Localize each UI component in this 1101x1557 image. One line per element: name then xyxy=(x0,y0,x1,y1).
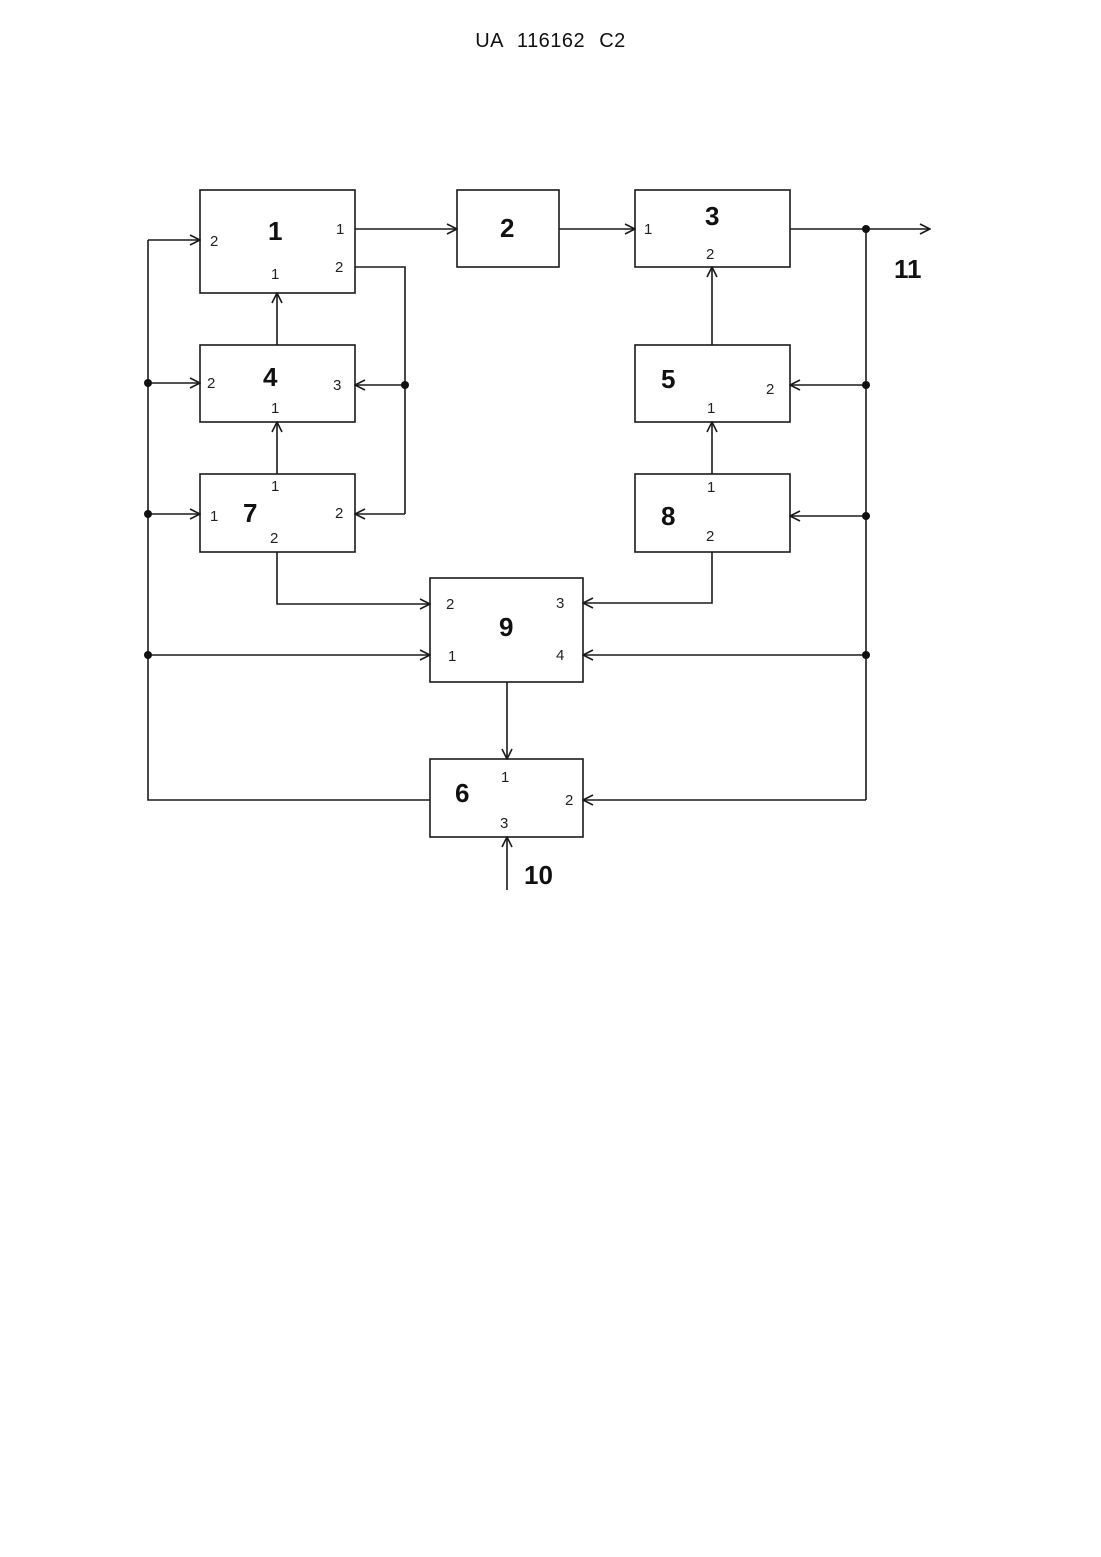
junction-dot xyxy=(862,651,870,659)
block-7-port-in2: 2 xyxy=(335,505,343,522)
block-4-port-in1: 1 xyxy=(271,400,279,417)
junction-dot xyxy=(401,381,409,389)
block-7-port-out1: 1 xyxy=(271,478,279,495)
block-3-port-in1: 1 xyxy=(644,221,652,238)
block-3-label: 3 xyxy=(705,201,719,231)
block-7-label: 7 xyxy=(243,498,257,528)
block-7-port-out2: 2 xyxy=(270,530,278,547)
block-8-port-out1: 1 xyxy=(707,479,715,496)
block-4-port-in2: 2 xyxy=(207,375,215,392)
junction-dot xyxy=(144,379,152,387)
block-1-port-in2: 2 xyxy=(210,233,218,250)
wire-8-to-9-in3 xyxy=(583,552,712,603)
junction-dot xyxy=(862,512,870,520)
block-5-port-in2: 2 xyxy=(766,381,774,398)
block-7-port-in1: 1 xyxy=(210,508,218,525)
block-5-label: 5 xyxy=(661,364,675,394)
junction-dot xyxy=(862,225,870,233)
input-terminal-label: 10 xyxy=(524,860,553,890)
junction-dot xyxy=(144,510,152,518)
block-1-port-out2: 2 xyxy=(335,259,343,276)
block-1-port-out1: 1 xyxy=(336,221,344,238)
wire-1-out2-bus xyxy=(355,267,405,514)
block-1-label: 1 xyxy=(268,216,282,246)
block-8-port-out2: 2 xyxy=(706,528,714,545)
block-6-port-in1: 1 xyxy=(501,769,509,786)
block-6-port-in2: 2 xyxy=(565,792,573,809)
wire-7-to-9-in2 xyxy=(277,552,430,604)
block-4-port-in3: 3 xyxy=(333,377,341,394)
block-6-port-in3: 3 xyxy=(500,815,508,832)
block-6-label: 6 xyxy=(455,778,469,808)
junction-dot xyxy=(144,651,152,659)
block-2-label: 2 xyxy=(500,213,514,243)
output-terminal-label: 11 xyxy=(894,254,922,284)
block-1-port-in1: 1 xyxy=(271,266,279,283)
block-4-label: 4 xyxy=(263,362,278,392)
block-5-port-in1: 1 xyxy=(707,400,715,417)
block-9-port-in1: 1 xyxy=(448,648,456,665)
block-9-label: 9 xyxy=(499,612,513,642)
junction-dot xyxy=(862,381,870,389)
block-9-port-in3: 3 xyxy=(556,595,564,612)
block-9-port-in2: 2 xyxy=(446,596,454,613)
block-3-port-in2: 2 xyxy=(706,246,714,263)
block-9-port-in4: 4 xyxy=(556,647,564,664)
block-8-label: 8 xyxy=(661,501,675,531)
